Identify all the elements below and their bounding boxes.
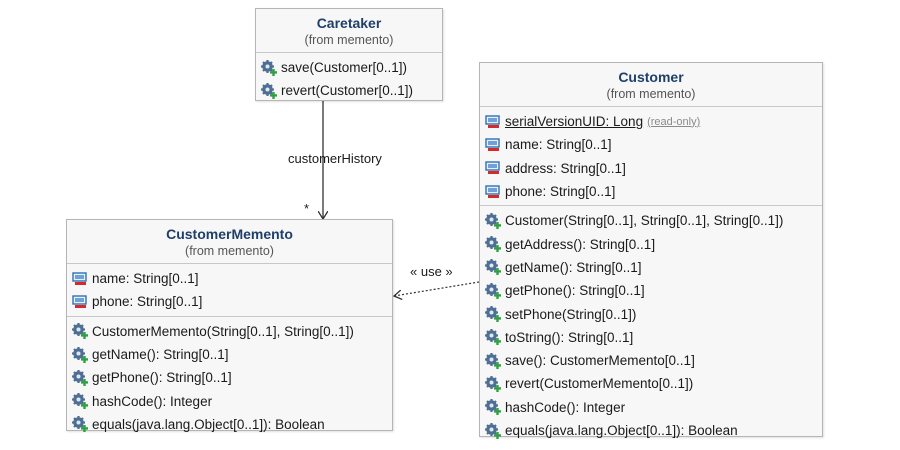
operation-signature: equals(java.lang.Object[0..1]): Boolean bbox=[92, 416, 325, 432]
operation-signature: save(Customer[0..1]) bbox=[281, 60, 408, 76]
operation-signature: equals(java.lang.Object[0..1]): Boolean bbox=[505, 423, 738, 438]
public-operation-gear-icon bbox=[485, 376, 501, 392]
public-operation-gear-icon bbox=[485, 423, 501, 439]
operation-signature: getAddress(): String[0..1] bbox=[505, 236, 656, 252]
class-customer[interactable]: Customer (from memento) serialVersionUID… bbox=[479, 62, 823, 437]
attribute-signature: phone: String[0..1] bbox=[92, 294, 203, 310]
operation-signature: getName(): String[0..1] bbox=[505, 259, 642, 275]
operation-row[interactable]: equals(java.lang.Object[0..1]): Boolean bbox=[480, 419, 822, 442]
class-header: Caretaker (from memento) bbox=[256, 9, 442, 53]
attribute-row[interactable]: serialVersionUID: Long (read-only) bbox=[480, 110, 822, 133]
class-name: Caretaker bbox=[316, 15, 382, 31]
public-operation-gear-icon bbox=[485, 283, 501, 299]
class-package: (from memento) bbox=[606, 87, 696, 101]
attribute-signature: address: String[0..1] bbox=[505, 160, 626, 176]
operation-signature: getName(): String[0..1] bbox=[92, 347, 229, 363]
operation-row[interactable]: getName(): String[0..1] bbox=[67, 343, 392, 366]
operation-row[interactable]: revert(Customer[0..1]) bbox=[256, 79, 442, 102]
operation-signature: CustomerMemento(String[0..1], String[0..… bbox=[92, 323, 354, 339]
public-operation-gear-icon bbox=[485, 236, 501, 252]
public-operation-gear-icon bbox=[72, 416, 88, 432]
class-customer-memento[interactable]: CustomerMemento (from memento) name: Str… bbox=[66, 219, 393, 431]
operation-signature: hashCode(): Integer bbox=[92, 393, 213, 409]
private-field-icon bbox=[72, 271, 88, 287]
public-operation-gear-icon bbox=[485, 353, 501, 369]
attributes-compartment: serialVersionUID: Long (read-only) name:… bbox=[480, 107, 822, 205]
public-operation-gear-icon bbox=[485, 259, 501, 275]
class-caretaker[interactable]: Caretaker (from memento) save(Customer[0… bbox=[255, 8, 443, 101]
operation-row[interactable]: setPhone(String[0..1]) bbox=[480, 302, 822, 325]
private-field-icon bbox=[485, 114, 501, 130]
class-header: CustomerMemento (from memento) bbox=[67, 220, 392, 264]
operation-row[interactable]: equals(java.lang.Object[0..1]): Boolean bbox=[67, 413, 392, 436]
public-operation-gear-icon bbox=[261, 60, 277, 76]
operation-signature: hashCode(): Integer bbox=[505, 399, 626, 415]
public-operation-gear-icon bbox=[485, 213, 501, 229]
operation-signature: getPhone(): String[0..1] bbox=[505, 283, 645, 299]
operation-signature: getPhone(): String[0..1] bbox=[92, 370, 232, 386]
public-operation-gear-icon bbox=[72, 347, 88, 363]
attribute-signature: name: String[0..1] bbox=[92, 271, 199, 287]
operation-row[interactable]: getAddress(): String[0..1] bbox=[480, 232, 822, 255]
operation-signature: toString(): String[0..1] bbox=[505, 329, 634, 345]
private-field-icon bbox=[72, 294, 88, 310]
operations-compartment: Customer(String[0..1], String[0..1], Str… bbox=[480, 205, 822, 444]
public-operation-gear-icon bbox=[72, 393, 88, 409]
dependency-label: « use » bbox=[410, 264, 453, 279]
attribute-row[interactable]: address: String[0..1] bbox=[480, 157, 822, 180]
association-label: customerHistory bbox=[288, 151, 382, 166]
readonly-tag: (read-only) bbox=[647, 115, 701, 128]
operation-signature: save(): CustomerMemento[0..1] bbox=[505, 353, 695, 369]
public-operation-gear-icon bbox=[72, 323, 88, 339]
operation-row[interactable]: revert(CustomerMemento[0..1]) bbox=[480, 372, 822, 395]
private-field-icon bbox=[485, 184, 501, 200]
static-attribute-signature: serialVersionUID: Long bbox=[505, 114, 644, 130]
operation-row[interactable]: hashCode(): Integer bbox=[67, 389, 392, 412]
operation-row[interactable]: save(): CustomerMemento[0..1] bbox=[480, 349, 822, 372]
attribute-signature: name: String[0..1] bbox=[505, 137, 612, 153]
operation-row[interactable]: save(Customer[0..1]) bbox=[256, 56, 442, 79]
attribute-row[interactable]: phone: String[0..1] bbox=[480, 180, 822, 203]
operation-signature: Customer(String[0..1], String[0..1], Str… bbox=[505, 213, 784, 229]
public-operation-gear-icon bbox=[72, 370, 88, 386]
public-operation-gear-icon bbox=[485, 306, 501, 322]
attribute-row[interactable]: phone: String[0..1] bbox=[67, 290, 392, 313]
operation-row[interactable]: CustomerMemento(String[0..1], String[0..… bbox=[67, 320, 392, 343]
public-operation-gear-icon bbox=[485, 329, 501, 345]
private-field-icon bbox=[485, 160, 501, 176]
association-multiplicity: * bbox=[304, 201, 310, 216]
operations-compartment: save(Customer[0..1]) revert(Customer[0..… bbox=[256, 53, 442, 105]
class-name: CustomerMemento bbox=[166, 226, 293, 242]
attributes-compartment: name: String[0..1] phone: String[0..1] bbox=[67, 264, 392, 316]
operation-row[interactable]: Customer(String[0..1], String[0..1], Str… bbox=[480, 209, 822, 232]
operations-compartment: CustomerMemento(String[0..1], String[0..… bbox=[67, 315, 392, 438]
private-field-icon bbox=[485, 137, 501, 153]
attribute-signature: phone: String[0..1] bbox=[505, 184, 616, 200]
public-operation-gear-icon bbox=[261, 83, 277, 99]
operation-signature: setPhone(String[0..1]) bbox=[505, 306, 637, 322]
dependency-line[interactable] bbox=[394, 281, 480, 296]
operation-signature: revert(CustomerMemento[0..1]) bbox=[505, 376, 694, 392]
attribute-row[interactable]: name: String[0..1] bbox=[480, 133, 822, 156]
public-operation-gear-icon bbox=[485, 399, 501, 415]
operation-row[interactable]: getName(): String[0..1] bbox=[480, 256, 822, 279]
operation-row[interactable]: getPhone(): String[0..1] bbox=[67, 366, 392, 389]
attribute-row[interactable]: name: String[0..1] bbox=[67, 267, 392, 290]
class-header: Customer (from memento) bbox=[480, 63, 822, 107]
operation-row[interactable]: hashCode(): Integer bbox=[480, 396, 822, 419]
operation-row[interactable]: toString(): String[0..1] bbox=[480, 326, 822, 349]
operation-signature: revert(Customer[0..1]) bbox=[281, 83, 414, 99]
operation-row[interactable]: getPhone(): String[0..1] bbox=[480, 279, 822, 302]
class-package: (from memento) bbox=[185, 244, 274, 258]
class-name: Customer bbox=[618, 69, 684, 85]
class-package: (from memento) bbox=[304, 33, 394, 47]
